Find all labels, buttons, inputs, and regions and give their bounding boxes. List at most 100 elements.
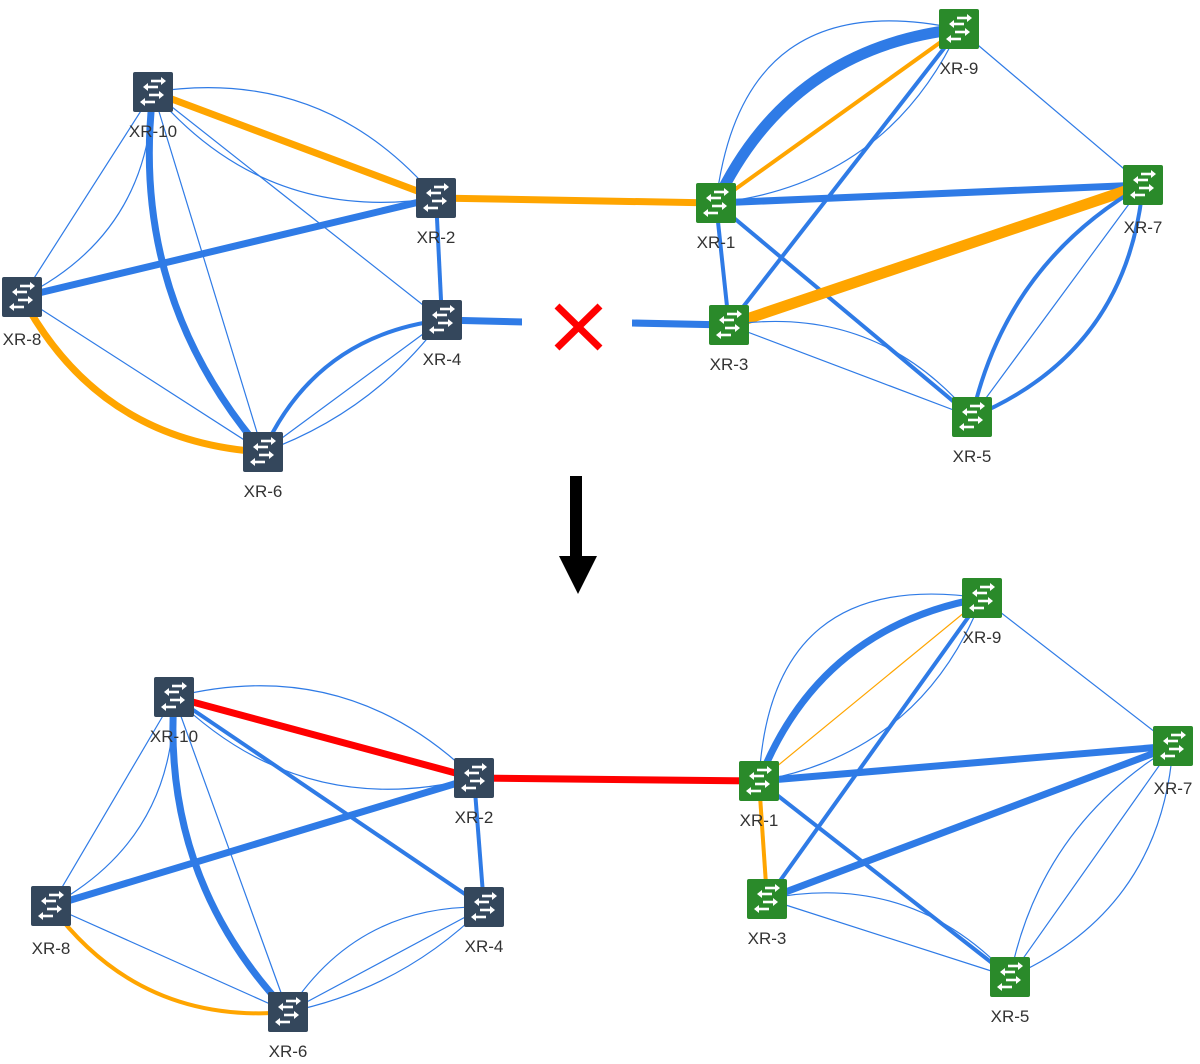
link-xr-2-xr-1[interactable] [435, 194, 717, 207]
link-xr-3-xr-9[interactable] [765, 596, 984, 901]
x-mark-stroke-2 [554, 303, 603, 351]
node-label: XR-10 [129, 122, 177, 141]
link-xr-10-xr-6[interactable] [145, 91, 266, 455]
router-node-xr-3[interactable]: XR-3 [747, 879, 787, 948]
node-label: XR-8 [32, 939, 71, 958]
router-node-xr-9[interactable]: XR-9 [962, 578, 1002, 647]
link-xr-6-xr-4[interactable] [287, 906, 485, 1013]
link-xr-10-xr-2[interactable] [173, 696, 475, 790]
switch-icon-body [990, 957, 1030, 997]
link-xr-1-xr-7[interactable] [758, 742, 1174, 785]
link-xr-6-xr-4[interactable] [262, 319, 443, 453]
link-xr-2-xr-4[interactable] [472, 777, 486, 908]
link-xr-1-xr-9[interactable] [715, 20, 960, 204]
link-xr-10-xr-2[interactable] [173, 685, 475, 779]
link-xr-8-xr-2[interactable] [49, 774, 476, 910]
switch-arrows-icon [969, 583, 995, 612]
link-xr-1-xr-5[interactable] [714, 201, 974, 419]
switch-icon-body [962, 578, 1002, 618]
switch-icon-body [154, 677, 194, 717]
switch-arrows-icon [959, 402, 985, 431]
router-node-xr-9[interactable]: XR-9 [939, 9, 979, 78]
link-xr-3-xr-5[interactable] [766, 892, 1011, 978]
switch-icon-body [696, 183, 736, 223]
node-label: XR-8 [3, 330, 42, 349]
link-xr-2-xr-1[interactable] [473, 774, 760, 785]
link-xr-1-xr-9[interactable] [758, 593, 983, 782]
switch-arrows-icon [946, 14, 972, 43]
link-xr-7-xr-5[interactable] [1009, 745, 1174, 978]
link-xr-3-xr-5[interactable] [766, 898, 1011, 978]
link-xr-3-xr-5[interactable] [728, 320, 973, 418]
link-xr-8-xr-2[interactable] [21, 194, 437, 301]
switch-arrows-icon [1160, 731, 1186, 760]
link-xr-7-xr-5[interactable] [1009, 745, 1174, 978]
link-xr-1-xr-9[interactable] [714, 27, 961, 205]
node-label: XR-9 [940, 59, 979, 78]
link-xr-1-xr-9[interactable] [715, 28, 960, 204]
switch-arrows-icon [423, 183, 449, 212]
router-node-xr-10[interactable]: XR-10 [150, 677, 198, 746]
link-xr-8-xr-6[interactable] [49, 904, 289, 1016]
link-xr-10-xr-8[interactable] [50, 696, 175, 907]
link-xr-3-xr-9[interactable] [727, 27, 961, 327]
router-node-xr-4[interactable]: XR-4 [422, 300, 462, 369]
link-xr-3-xr-7[interactable] [727, 179, 1145, 331]
link-xr-3-xr-5[interactable] [728, 324, 973, 418]
link-xr-10-xr-2[interactable] [152, 87, 437, 199]
router-node-xr-1[interactable]: XR-1 [696, 183, 736, 252]
link-xr-9-xr-7[interactable] [958, 28, 1144, 186]
router-node-xr-1[interactable]: XR-1 [739, 761, 779, 830]
router-node-xr-4[interactable]: XR-4 [464, 887, 504, 956]
link-xr-1-xr-9[interactable] [711, 23, 960, 206]
link-xr-1-xr-5[interactable] [757, 779, 1012, 979]
link-xr-8-xr-6[interactable] [21, 296, 264, 453]
link-xr-6-xr-4[interactable] [287, 906, 485, 1013]
link-xr-10-xr-2[interactable] [173, 693, 475, 782]
link-xr-1-xr-9[interactable] [755, 594, 983, 783]
link-xr-10-xr-6[interactable] [169, 696, 291, 1015]
node-label: XR-1 [697, 233, 736, 252]
router-node-xr-3[interactable]: XR-3 [709, 305, 749, 374]
link-xr-1-xr-7[interactable] [715, 181, 1144, 207]
link-xr-10-xr-4[interactable] [152, 91, 443, 321]
link-xr-10-xr-8[interactable] [21, 91, 154, 298]
router-node-xr-8[interactable]: XR-8 [31, 886, 71, 958]
link-xr-1-xr-9[interactable] [758, 597, 983, 782]
link-xr-6-xr-4[interactable] [262, 319, 443, 453]
link-xr-8-xr-6[interactable] [50, 905, 289, 1013]
router-node-xr-2[interactable]: XR-2 [454, 758, 494, 827]
switch-icon-body [133, 72, 173, 112]
switch-arrows-icon [9, 282, 35, 311]
router-node-xr-7[interactable]: XR-7 [1123, 165, 1163, 237]
node-label: XR-9 [963, 628, 1002, 647]
link-xr-7-xr-5[interactable] [1009, 745, 1174, 978]
link-xr-7-xr-5[interactable] [971, 184, 1145, 419]
link-xr-7-xr-5[interactable] [970, 183, 1144, 418]
link-xr-3-xr-7[interactable] [765, 742, 1175, 903]
link-xr-7-xr-5[interactable] [971, 184, 1144, 418]
router-node-xr-5[interactable]: XR-5 [952, 397, 992, 466]
link-xr-8-xr-6[interactable] [18, 295, 264, 456]
link-xr-10-xr-2[interactable] [152, 91, 437, 203]
router-node-xr-2[interactable]: XR-2 [416, 178, 456, 247]
node-label: XR-7 [1154, 779, 1193, 798]
router-node-xr-10[interactable]: XR-10 [129, 72, 177, 141]
router-node-xr-8[interactable]: XR-8 [2, 277, 42, 349]
router-node-xr-6[interactable]: XR-6 [243, 432, 283, 501]
link-xr-1-xr-3[interactable] [714, 202, 731, 326]
router-node-xr-7[interactable]: XR-7 [1153, 726, 1193, 798]
switch-arrows-icon [746, 766, 772, 795]
link-xr-6-xr-4[interactable] [287, 906, 485, 1013]
link-xr-10-xr-2[interactable] [151, 88, 438, 202]
router-node-xr-6[interactable]: XR-6 [268, 992, 308, 1061]
router-node-xr-5[interactable]: XR-5 [990, 957, 1030, 1026]
node-label: XR-7 [1124, 218, 1163, 237]
link-xr-9-xr-7[interactable] [981, 597, 1174, 747]
link-xr-10-xr-4[interactable] [172, 695, 486, 909]
link-xr-10-xr-6[interactable] [152, 91, 264, 453]
link-xr-2-xr-4[interactable] [434, 197, 444, 321]
link-xr-6-xr-4[interactable] [261, 318, 443, 453]
